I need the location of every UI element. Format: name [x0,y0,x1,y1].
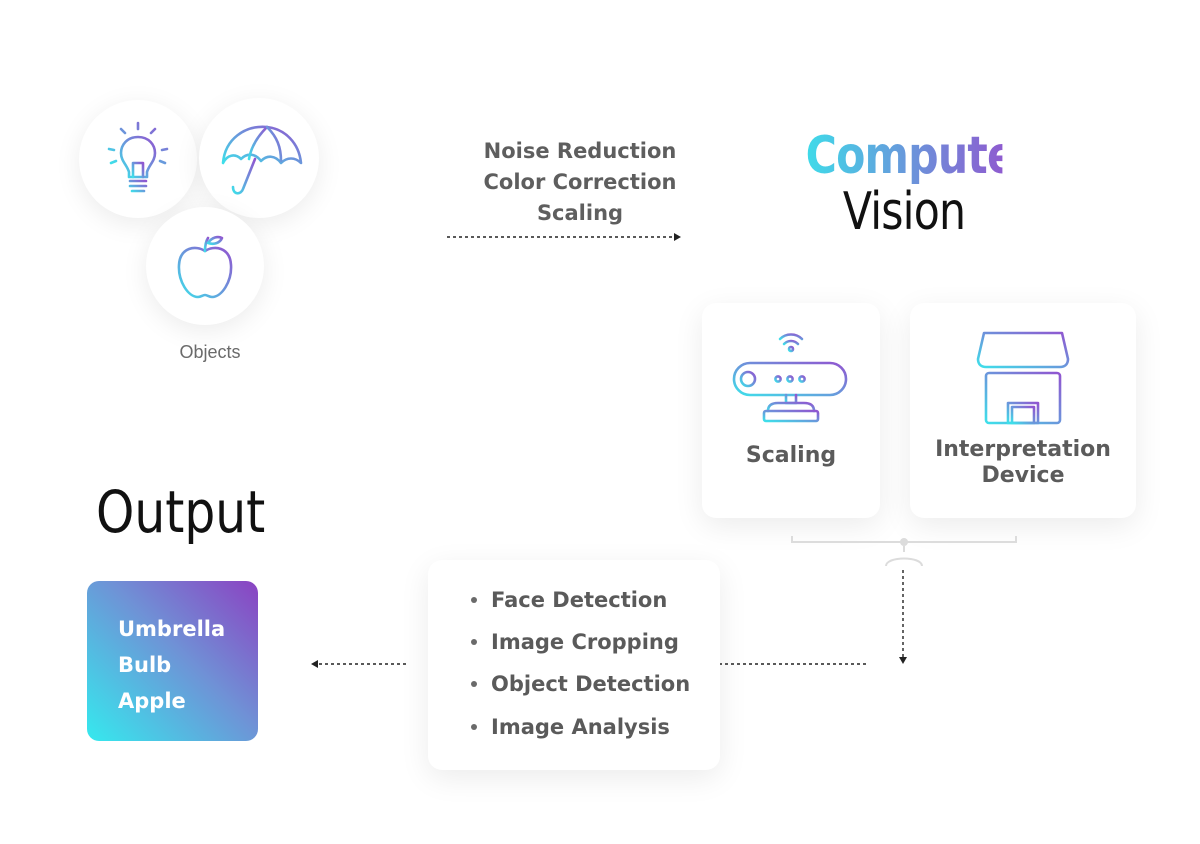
list-item-text: Image Analysis [491,715,670,739]
umbrella-icon [221,121,303,195]
list-item: Object Detection [471,672,690,696]
preprocessing-steps: Noise Reduction Color Correction Scaling [470,136,690,229]
arrow-head-left-icon [311,660,318,668]
umbrella-circle [199,98,319,218]
bulb-icon [107,121,169,193]
arrow-head-down-icon [899,657,907,664]
output-item-umbrella: Umbrella [118,617,226,641]
bracket-stem [885,546,923,567]
bullet-icon [471,596,477,603]
computer-vision-line1: Computer [805,126,1036,186]
output-item-bulb: Bulb [118,653,172,677]
list-item-text: Image Cropping [491,630,679,654]
apple-icon [177,235,233,299]
step-color-correction: Color Correction [483,170,677,194]
output-item-apple: Apple [118,689,186,713]
computer-vision-line2: Vision [842,182,966,242]
list-item: Face Detection [471,588,667,612]
laptop-icon [976,331,1070,425]
webcam-icon [732,333,848,423]
list-item-text: Object Detection [491,672,691,696]
scaling-label: Scaling [745,443,837,468]
list-item: Image Analysis [471,715,670,739]
processing-list-card: Face Detection Image Cropping Object Det… [428,560,720,770]
interpretation-device-label: Interpretation Device [910,437,1136,489]
step-scaling: Scaling [536,201,624,225]
bracket-node [900,538,908,546]
scaling-card: Scaling [702,303,880,518]
bulb-circle [79,100,197,218]
interpretation-device-card: Interpretation Device [910,303,1136,518]
output-box: Umbrella Bulb Apple [87,581,258,741]
interpretation-label-line1: Interpretation [935,437,1111,462]
bullet-icon [471,638,477,645]
bullet-icon [471,723,477,730]
output-title: Output [96,478,266,546]
arrow-head-right-icon [674,233,681,241]
list-item: Image Cropping [471,630,679,654]
computer-vision-title: Computer Vision [784,126,1036,242]
objects-label: Objects [179,342,241,362]
interpretation-label-line2: Device [981,463,1065,488]
bullet-icon [471,680,477,687]
step-noise-reduction: Noise Reduction [483,139,677,163]
list-item-text: Face Detection [491,588,668,612]
apple-circle [146,207,264,325]
